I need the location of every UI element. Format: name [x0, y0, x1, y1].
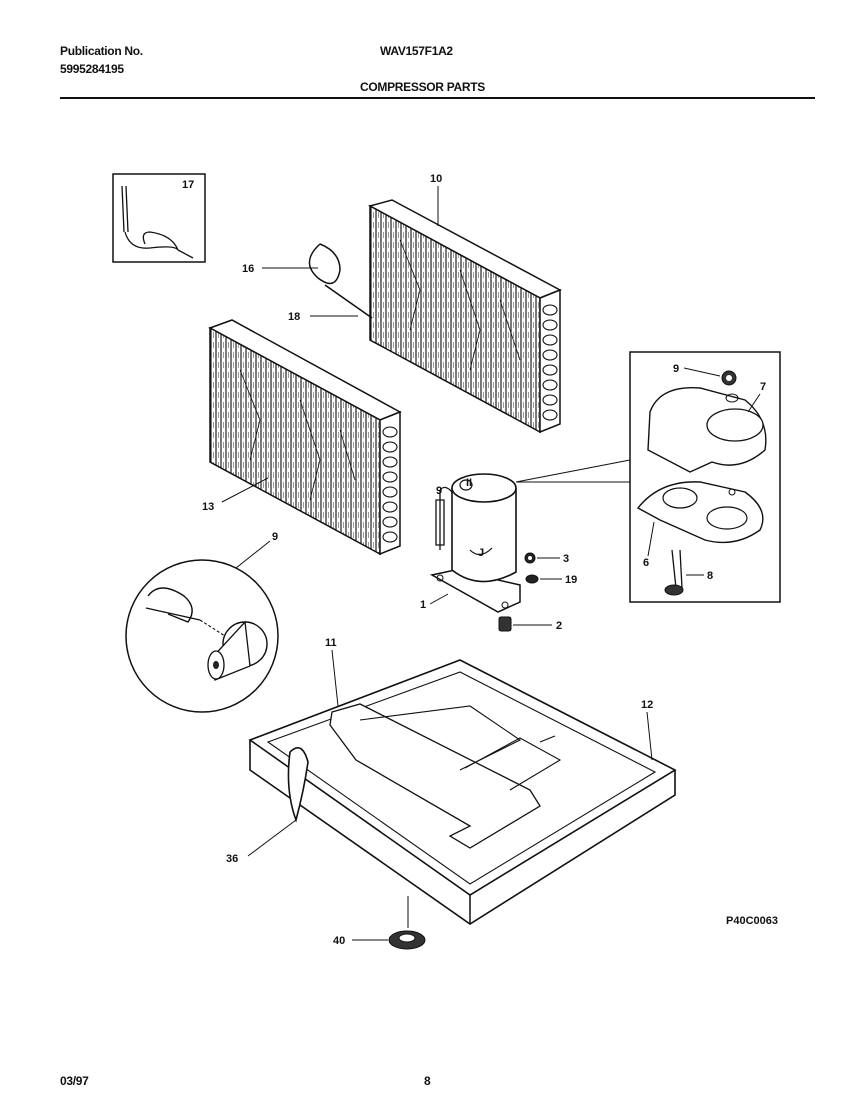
- publication-number: 5995284195: [60, 62, 124, 76]
- terminal-cover-inset: 9 7 6 8: [515, 351, 781, 603]
- callout-8: 8: [707, 570, 713, 582]
- footer-page-number: 8: [424, 1074, 431, 1088]
- callout-40: 40: [333, 935, 345, 947]
- callout-19: 19: [565, 574, 577, 586]
- section-title: COMPRESSOR PARTS: [360, 80, 485, 94]
- callout-1: 1: [420, 599, 426, 611]
- part-10-overload-detail: 9: [125, 531, 279, 713]
- callout-18: 18: [288, 311, 300, 323]
- footer-date: 03/97: [60, 1074, 89, 1088]
- compressor-letter-ii: II: [466, 477, 472, 489]
- callout-36: 36: [226, 853, 238, 865]
- part-17-capillary-inset: 17: [112, 173, 206, 263]
- part-12-condenser-coil: 10: [367, 173, 562, 434]
- callout-9-overload: 9: [436, 485, 442, 497]
- callout-6: 6: [643, 557, 649, 569]
- publication-label: Publication No.: [60, 44, 143, 58]
- callout-3: 3: [563, 553, 569, 565]
- part-11-evaporator-coil: 13: [202, 319, 402, 556]
- callout-16: 16: [242, 263, 254, 275]
- model-number: WAV157F1A2: [380, 44, 453, 58]
- part-16-18-tubing: 16 18: [242, 243, 373, 323]
- figure-code: P40C0063: [726, 915, 778, 927]
- callout-2: 2: [556, 620, 562, 632]
- callout-10: 9: [272, 531, 278, 543]
- callout-14: 12: [641, 699, 653, 711]
- callout-7: 7: [760, 381, 766, 393]
- header-rule: [60, 97, 815, 99]
- callout-17: 17: [182, 179, 194, 191]
- part-1-compressor: II J 9 1 3 19 2: [420, 473, 577, 632]
- part-14-base-pan: 11 12 36 40: [226, 637, 677, 950]
- callout-12: 10: [430, 173, 442, 185]
- compressor-letter-j: J: [478, 547, 484, 559]
- callout-11: 13: [202, 501, 214, 513]
- callout-13: 11: [325, 637, 337, 649]
- callout-9: 9: [673, 363, 679, 375]
